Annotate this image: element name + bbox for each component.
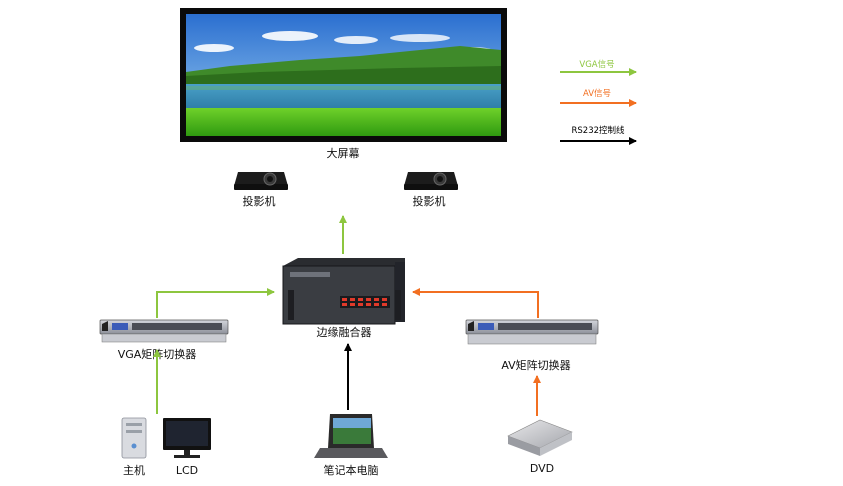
legend-rs232-label: RS232控制线 <box>571 125 625 136</box>
vga-switcher-icon <box>99 319 229 343</box>
projector-left-label: 投影机 <box>243 194 276 208</box>
screen-label: 大屏幕 <box>327 146 360 160</box>
edge-blender-icon <box>282 258 405 325</box>
av-switcher-icon <box>465 319 599 345</box>
big-screen <box>180 8 507 142</box>
lcd-monitor-icon <box>163 418 211 458</box>
host-pc-icon <box>121 417 147 459</box>
legend-vga-label: VGA信号 <box>579 59 614 70</box>
projector-right-label: 投影机 <box>413 194 446 208</box>
projector-left-icon <box>234 172 288 190</box>
vga-switch-to-blender-arrow <box>156 288 275 318</box>
laptop-icon <box>314 414 388 458</box>
dvd-player-icon <box>507 419 573 456</box>
dvd-label: DVD <box>530 462 554 475</box>
projector-right-icon <box>404 172 458 190</box>
legend-av-label: AV信号 <box>583 88 611 99</box>
legend: VGA信号 AV信号 RS232控制线 <box>560 59 637 145</box>
av-switcher-label: AV矩阵切换器 <box>501 358 570 372</box>
av-switch-to-blender-arrow <box>412 288 539 318</box>
blender-label: 边缘融合器 <box>317 325 372 339</box>
laptop-label: 笔记本电脑 <box>324 463 379 477</box>
lcd-label: LCD <box>176 464 198 477</box>
host-label: 主机 <box>123 463 145 477</box>
